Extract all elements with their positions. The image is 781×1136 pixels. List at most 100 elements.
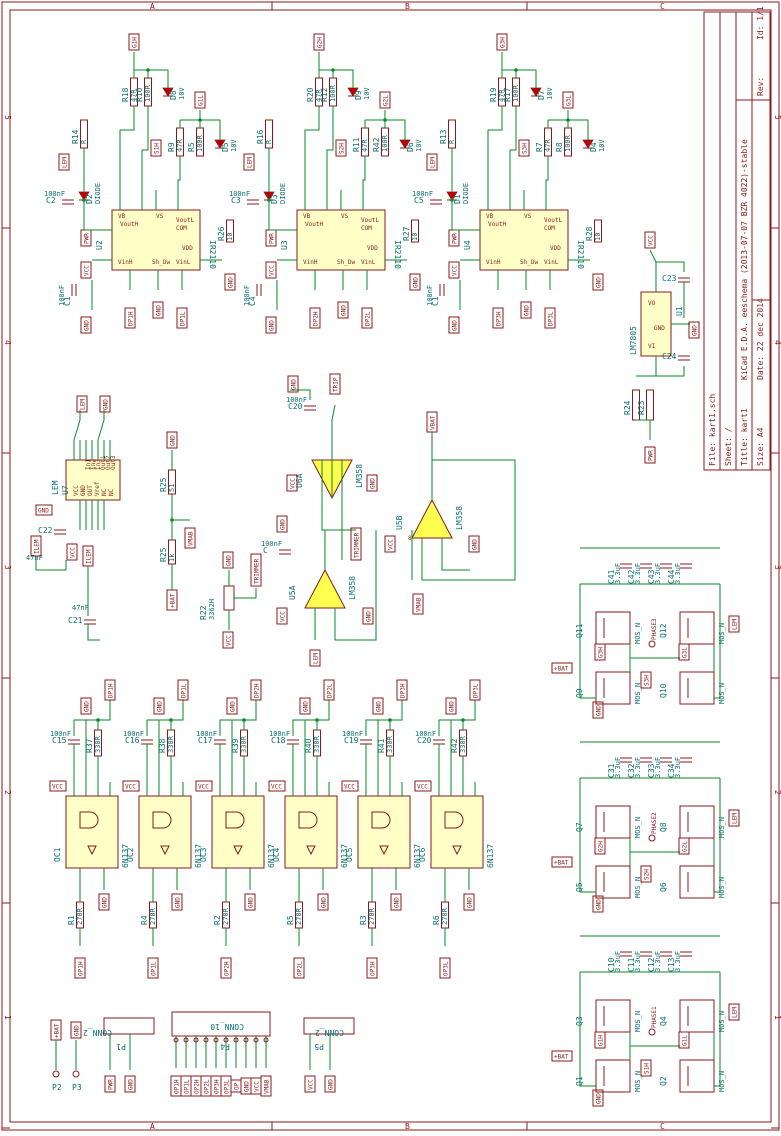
- lem-pin-name: In1: [85, 459, 92, 470]
- resistor-ref: R20: [306, 87, 315, 102]
- net-label-text: GND: [370, 478, 377, 489]
- net-label: VCC: [80, 261, 92, 279]
- capacitor-ref: C11: [627, 957, 636, 972]
- net-label-box: [361, 307, 373, 329]
- connector-pin: [193, 1037, 199, 1043]
- wire: [509, 106, 517, 190]
- wire: [487, 106, 503, 190]
- resistor-value: 1k: [168, 553, 176, 562]
- wire: [714, 972, 721, 1087]
- net-label: VCC: [384, 535, 396, 553]
- mosfet-part: MOS_N: [718, 1071, 726, 1092]
- wire: [714, 778, 721, 893]
- title-block: File: kart1.sch Sheet: / Title: kart1 Si…: [703, 6, 771, 471]
- net-label: VCC: [250, 1077, 262, 1095]
- trimmer-pot: [223, 585, 235, 611]
- net-label: GND: [152, 301, 164, 319]
- wire: [177, 156, 181, 190]
- net-label-box: [222, 551, 234, 569]
- wire: [97, 410, 105, 441]
- capacitor-ref: C20: [288, 402, 303, 411]
- resistor-ref: R2: [213, 915, 222, 925]
- regulator-ref: U1: [675, 306, 684, 316]
- net-label-box: [469, 679, 481, 701]
- net-label: LEM: [728, 615, 740, 633]
- net-label: GND: [35, 504, 53, 516]
- driver-resistor: [411, 219, 419, 243]
- net-label-box: [594, 837, 606, 855]
- net-label: OP2H: [220, 957, 232, 979]
- driver-ref: U4: [463, 240, 472, 250]
- wire: [365, 700, 403, 736]
- wire: [362, 156, 366, 190]
- net-label-box: [594, 1031, 606, 1049]
- net-label-box: [379, 91, 391, 109]
- net-label-box: [448, 261, 460, 279]
- net-label: VCC: [195, 780, 213, 792]
- lem-pin-name: Out1: [100, 455, 107, 470]
- net-label-text: VCC: [269, 265, 276, 276]
- driver-ic-body: [111, 209, 201, 271]
- junction-dot: [267, 198, 271, 202]
- capacitor-value: 3.3uF: [614, 563, 622, 584]
- wire: [234, 588, 257, 599]
- connector-pin: [203, 1037, 209, 1043]
- junction-dot: [170, 518, 174, 522]
- wire: [365, 119, 406, 140]
- junction-dot: [388, 718, 392, 722]
- net-label-text: DP2L: [327, 683, 334, 698]
- junction-dot: [331, 68, 335, 72]
- wire: [326, 106, 334, 190]
- resistor-ref: R8: [555, 142, 564, 152]
- net-label: VBAT: [426, 411, 438, 433]
- net-label-text: GND: [175, 897, 182, 908]
- net-label: TRIP: [329, 373, 341, 395]
- net-label-box: [226, 697, 238, 715]
- resistor-value: 47R: [544, 139, 552, 152]
- lem-pin-name: Out3: [110, 455, 117, 470]
- net-label: OP1H: [74, 957, 86, 979]
- net-label: GND: [448, 316, 460, 334]
- diode-ref: D8: [169, 90, 178, 100]
- net-label: +BAT: [50, 1019, 62, 1041]
- net-label-text: VCC: [198, 784, 209, 791]
- resistor-value: 47R: [176, 139, 184, 152]
- net-label: PWR: [448, 229, 460, 247]
- resistor-value: 47R: [315, 89, 323, 102]
- capacitor-ref: C44: [667, 569, 676, 584]
- net-label: GND: [592, 1089, 604, 1107]
- net-label-box: [104, 1075, 116, 1093]
- net-label-text: PWR: [452, 233, 459, 244]
- net-label: G3L: [678, 643, 690, 661]
- net-label: GND: [592, 273, 604, 291]
- net-label: VMAB: [260, 1075, 272, 1097]
- net-label: VCC: [304, 1075, 316, 1093]
- net-label-box: [276, 607, 288, 625]
- net-label: GND: [463, 893, 475, 911]
- capacitor-value: 100nF: [44, 190, 65, 198]
- driver-pin-name: VS: [341, 213, 349, 220]
- mosfet-symbol: [595, 1059, 631, 1093]
- net-label-text: DP1H: [128, 311, 135, 326]
- resistor-ref: R27: [402, 226, 411, 241]
- driver-pin-name: Sh_Dw: [152, 259, 170, 266]
- net-label: ILEM: [30, 535, 42, 557]
- net-label-text: LEM: [313, 653, 320, 664]
- capacitor-ref: C43: [647, 569, 656, 584]
- capacitor-ref: C16: [125, 736, 140, 745]
- capacitor-value: 47nF: [72, 604, 89, 612]
- resistor-ref: R24: [623, 400, 632, 415]
- net-label-text: OP1L: [151, 961, 158, 976]
- net-label-text: VMAB: [264, 1079, 271, 1094]
- net-label-box: [244, 893, 256, 911]
- title-size: Size: A4: [756, 427, 765, 466]
- driver-pin-name: VS: [156, 213, 164, 220]
- net-label: GND: [171, 893, 183, 911]
- wire: [548, 119, 589, 140]
- net-label: G1L: [194, 91, 206, 109]
- lem-pin-name: GND: [80, 485, 87, 496]
- net-label-box: [640, 671, 652, 689]
